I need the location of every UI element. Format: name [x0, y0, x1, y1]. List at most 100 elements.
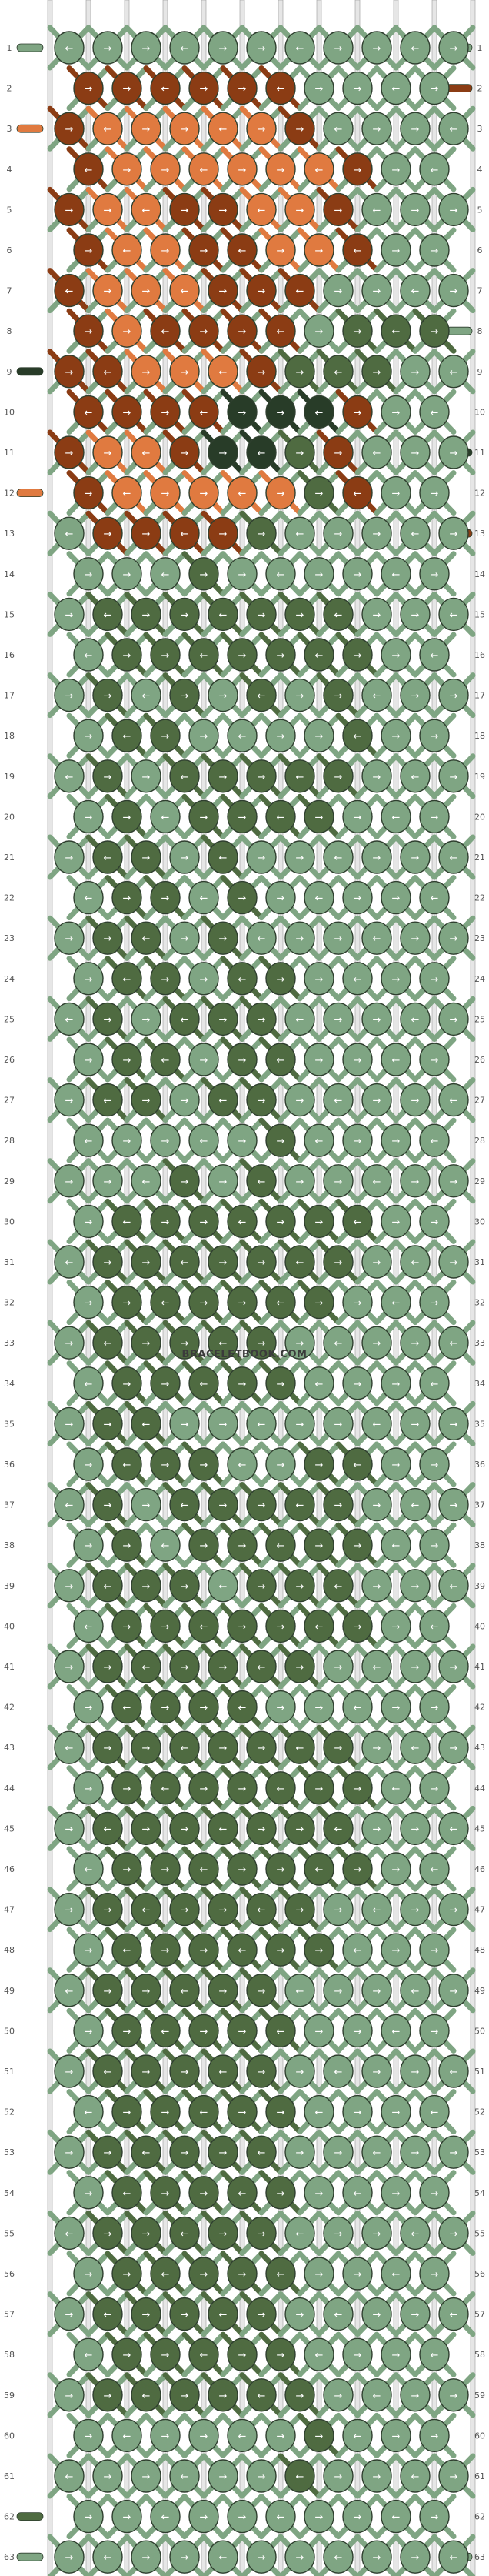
knot: [342, 1528, 373, 1562]
row-number-left: 13: [4, 529, 15, 539]
knot: [169, 31, 200, 65]
knot: [131, 1487, 161, 1522]
knot: [131, 1974, 161, 2007]
knot: [169, 597, 200, 632]
knot: [400, 435, 431, 469]
knot: [419, 719, 450, 752]
knot: [304, 475, 334, 510]
knot: [188, 880, 219, 915]
knot: [304, 395, 334, 429]
knot: [400, 2054, 431, 2088]
knot: [284, 1002, 315, 1036]
knot: [284, 678, 315, 712]
knot: [361, 1974, 392, 2007]
knot: [419, 314, 450, 348]
knot: [361, 2297, 392, 2331]
knot: [342, 1043, 373, 1076]
knot: [169, 840, 200, 874]
knot: [361, 2378, 392, 2412]
row-number-left: 60: [4, 2431, 15, 2441]
knot: [419, 1528, 450, 1562]
knot: [361, 1892, 392, 1927]
knot: [73, 1043, 104, 1076]
strand-1: [47, 0, 53, 2576]
knot: [381, 638, 411, 672]
knot: [169, 435, 200, 469]
knot: [150, 638, 181, 672]
knot: [73, 395, 104, 429]
row-number-right: 13: [474, 529, 485, 539]
knot: [54, 2054, 85, 2088]
knot: [54, 921, 85, 955]
knot: [361, 273, 392, 308]
knot: [169, 1974, 200, 2007]
row-number-right: 46: [474, 1864, 485, 1874]
knot: [381, 1043, 411, 1076]
knot: [92, 1406, 123, 1441]
knot: [342, 1609, 373, 1643]
knot: [92, 112, 123, 145]
knot: [419, 233, 450, 267]
knot: [361, 2054, 392, 2088]
left-strand-input: [16, 2512, 44, 2521]
row-number-left: 51: [4, 2067, 15, 2077]
row-number-left: 41: [4, 1662, 15, 1672]
knot: [361, 2135, 392, 2169]
knot: [188, 2337, 219, 2371]
row-number-left: 38: [4, 1540, 15, 1550]
knot: [323, 1811, 354, 1846]
row-number-right: 5: [477, 205, 483, 215]
knot: [92, 1892, 123, 1927]
knot: [438, 516, 469, 550]
knot: [150, 395, 181, 429]
knot: [54, 1406, 85, 1441]
knot: [111, 2418, 142, 2453]
knot: [265, 2499, 296, 2534]
knot: [150, 71, 181, 105]
knot: [227, 152, 258, 186]
row-number-right: 1: [477, 43, 483, 53]
knot: [208, 1002, 238, 1036]
row-number-right: 29: [474, 1176, 485, 1186]
right-strand-input: [445, 84, 473, 92]
knot: [419, 1366, 450, 1400]
knot: [265, 395, 296, 429]
row-number-right: 25: [474, 1014, 485, 1024]
knot: [169, 2297, 200, 2331]
knot: [246, 2297, 277, 2331]
knot: [188, 1043, 219, 1076]
row-number-right: 59: [474, 2391, 485, 2401]
knot: [208, 2297, 238, 2331]
knot: [208, 921, 238, 955]
knot: [92, 597, 123, 632]
knot: [342, 2257, 373, 2291]
knot: [304, 2499, 334, 2534]
knot: [381, 1366, 411, 1400]
knot: [304, 1852, 334, 1886]
knot: [111, 799, 142, 834]
knot: [246, 112, 277, 145]
knot: [323, 1002, 354, 1036]
knot: [188, 1933, 219, 1967]
knot: [381, 1609, 411, 1643]
knot: [54, 1730, 85, 1764]
knot: [400, 31, 431, 65]
knot: [54, 2297, 85, 2331]
row-numbers-right: 1234567891011121314151617181920212223242…: [474, 43, 485, 2562]
row-number-right: 44: [474, 1784, 485, 1794]
knot: [54, 2540, 85, 2574]
knot: [304, 1690, 334, 1724]
knot: [73, 2499, 104, 2534]
knot: [111, 2176, 142, 2210]
row-number-left: 10: [4, 407, 15, 417]
knot: [246, 31, 277, 65]
row-number-right: 3: [477, 124, 483, 134]
knot: [131, 1892, 161, 1927]
knot: [381, 1204, 411, 1239]
knot: [150, 2499, 181, 2534]
knot: [419, 880, 450, 915]
knot: [323, 516, 354, 550]
knot: [381, 395, 411, 429]
knot: [73, 719, 104, 752]
knot: [188, 638, 219, 672]
